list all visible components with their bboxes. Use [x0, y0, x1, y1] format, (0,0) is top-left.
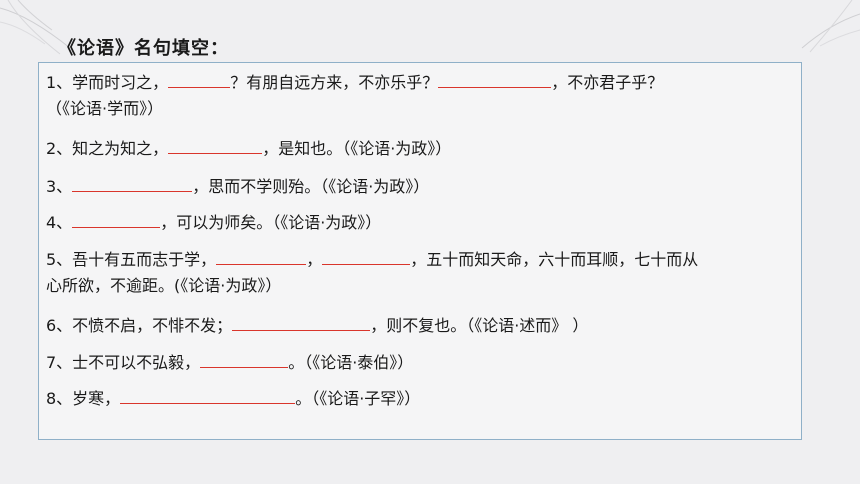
answer-blank[interactable] — [72, 209, 161, 228]
questions-box: 1、学而时习之，？有朋自远方来，不亦乐乎？，不亦君子乎？ （《论语·学而》） 2… — [38, 62, 802, 440]
answer-blank[interactable] — [438, 69, 552, 88]
question-5: 5、吾十有五而志于学，，，五十而知天命，六十而耳顺，七十而从 心所欲，不逾距。(… — [46, 246, 698, 299]
answer-blank[interactable] — [168, 69, 231, 88]
question-2: 2、知之为知之，，是知也。（《论语·为政》） — [46, 135, 451, 162]
question-4: 4、，可以为师矣。（《论语·为政》） — [46, 209, 381, 236]
answer-blank[interactable] — [72, 173, 193, 192]
answer-blank[interactable] — [200, 349, 289, 368]
answer-blank[interactable] — [322, 246, 411, 265]
question-6: 6、不愤不启，不悱不发；，则不复也。（《论语·述而》 ） — [46, 312, 588, 339]
answer-blank[interactable] — [216, 246, 307, 265]
question-7: 7、士不可以不弘毅，。（《论语·泰伯》） — [46, 349, 413, 376]
question-3: 3、，思而不学则殆。（《论语·为政》） — [46, 173, 429, 200]
branch-decoration-icon — [801, 0, 860, 53]
answer-blank[interactable] — [232, 312, 371, 331]
question-1: 1、学而时习之，？有朋自远方来，不亦乐乎？，不亦君子乎？ （《论语·学而》） — [46, 69, 663, 122]
question-8: 8、岁寒，。（《论语·子罕》） — [46, 385, 420, 412]
answer-blank[interactable] — [168, 135, 263, 154]
answer-blank[interactable] — [120, 385, 296, 404]
page-title: 《论语》名句填空： — [58, 38, 229, 59]
